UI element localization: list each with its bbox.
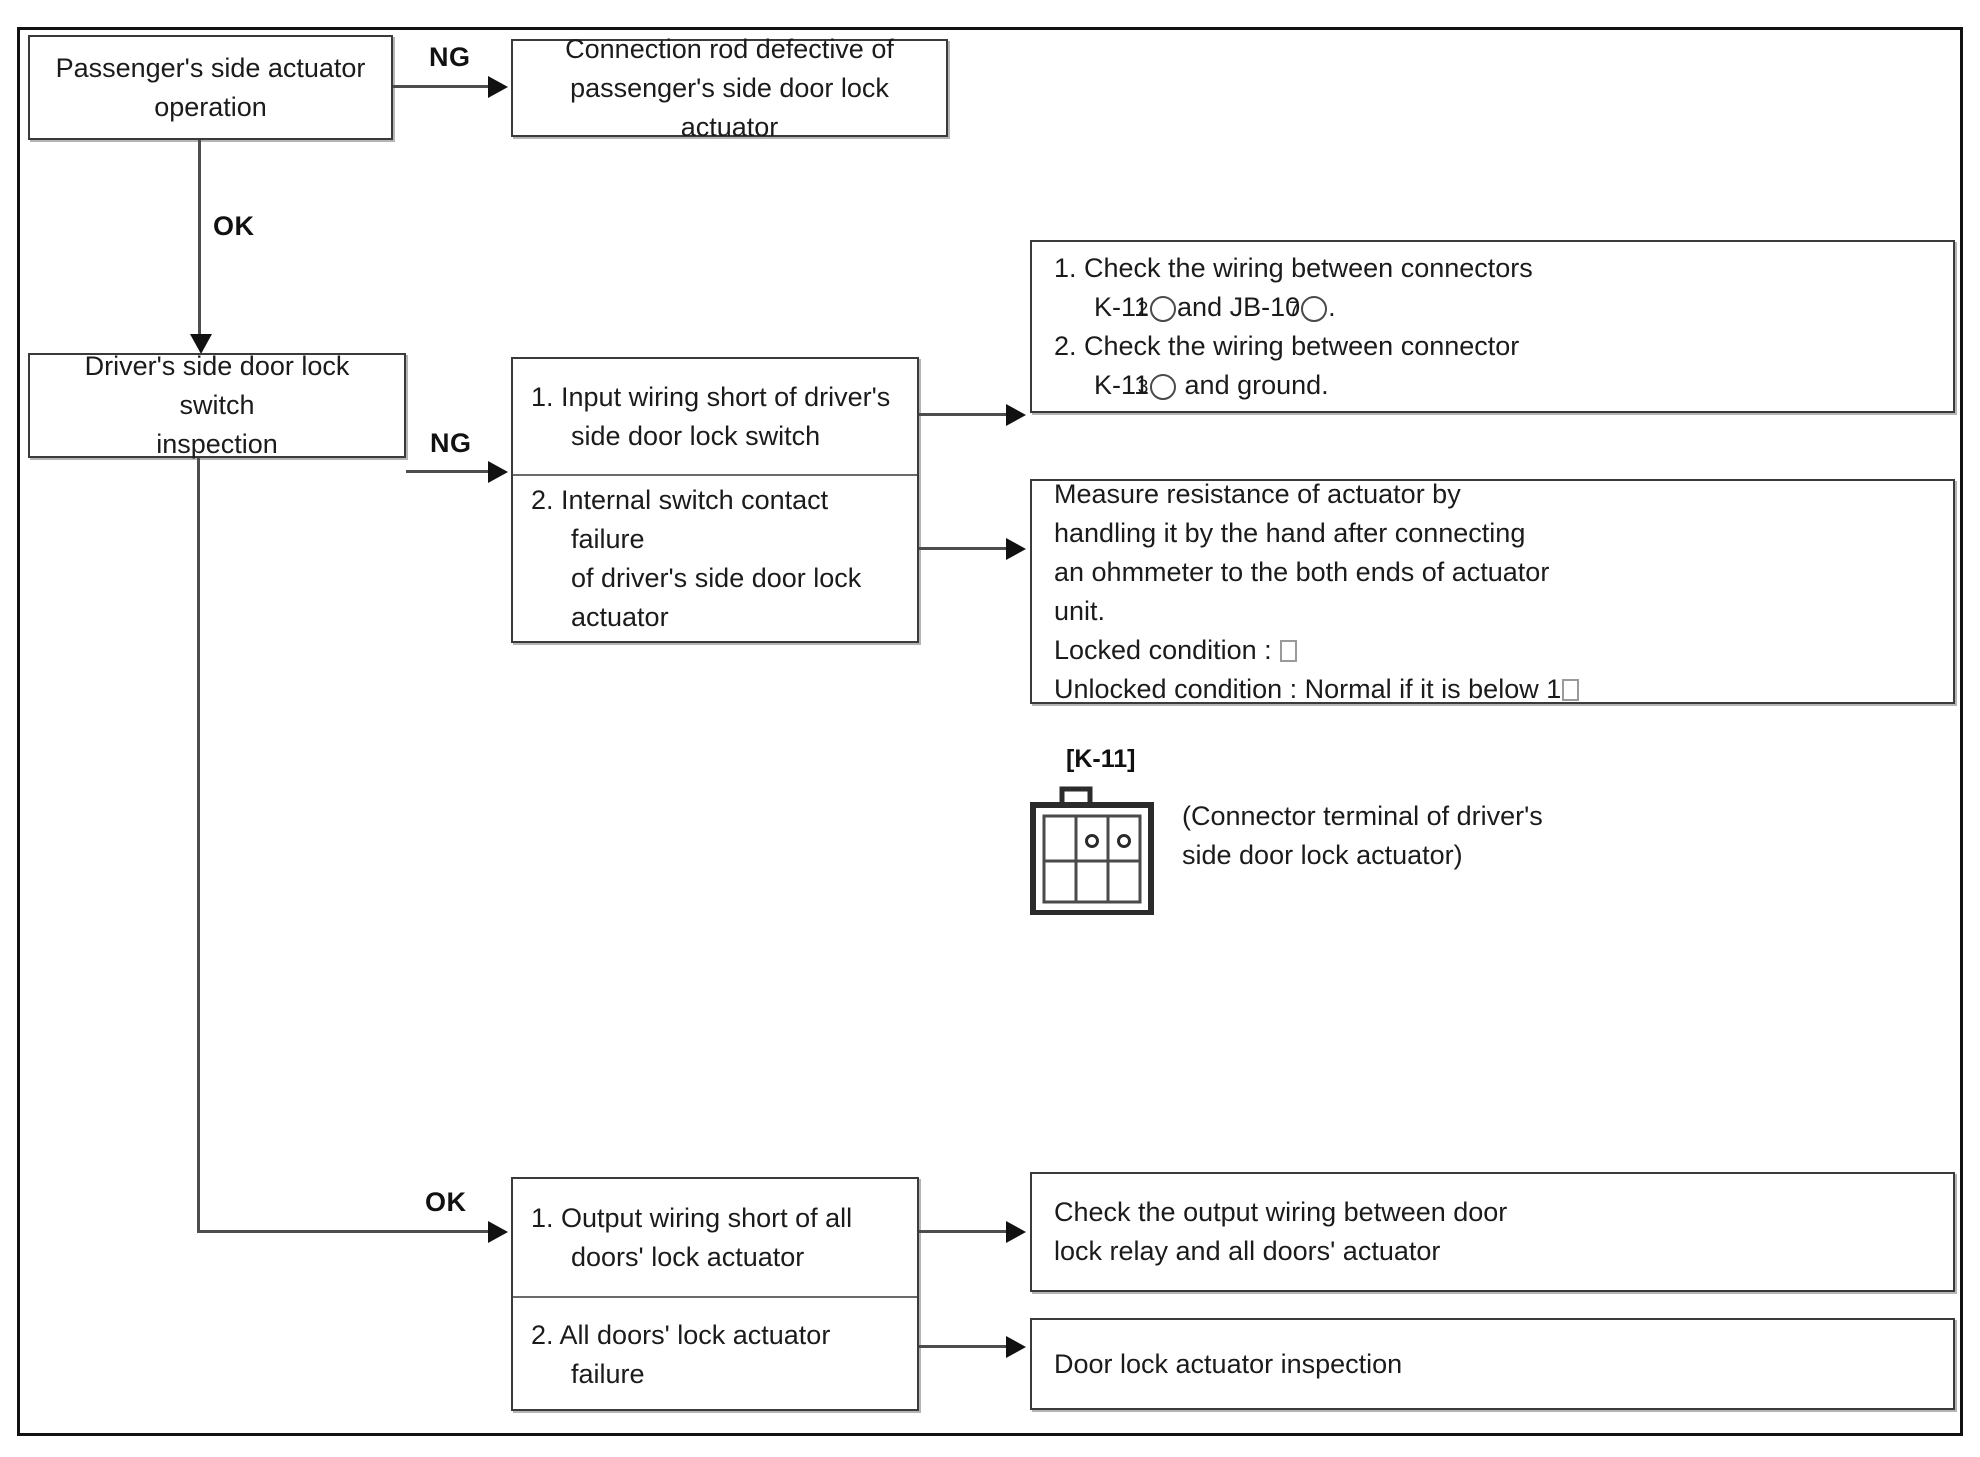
- check-wiring-item-1-line1: 1. Check the wiring between connectors: [1054, 252, 1533, 283]
- edge-ngcause1-line: [919, 413, 1011, 416]
- node-driver-switch[interactable]: Driver's side door lock switch inspection: [28, 351, 406, 459]
- node-actuator-inspection-text: Door lock actuator inspection: [1032, 1320, 1953, 1408]
- check-wiring-item-1-post: .: [1328, 291, 1336, 322]
- node-connection-rod-text: Connection rod defective of passenger's s…: [513, 34, 946, 142]
- node-ng-causes-item-1: 1. Input wiring short of driver's side d…: [513, 359, 917, 474]
- ng-cause-2-text: 2. Internal switch contact failure of dr…: [531, 484, 862, 632]
- node-actuator-inspection[interactable]: Door lock actuator inspection: [1030, 1318, 1955, 1410]
- connector-figure-caption: (Connector terminal of driver's side doo…: [1182, 801, 1543, 870]
- driver-switch-line1: Driver's side door lock switch: [84, 351, 350, 420]
- edge-okcause1-arrowhead: [1006, 1221, 1026, 1243]
- passenger-actuator-line2: operation: [154, 91, 267, 122]
- edge-passenger-ng-line: [393, 85, 493, 88]
- node-measure-resistance-text: Measure resistance of actuator by handli…: [1032, 479, 1953, 704]
- node-check-output-wiring-text: Check the output wiring between door loc…: [1032, 1174, 1953, 1290]
- node-passenger-actuator[interactable]: Passenger's side actuator operation: [28, 35, 393, 140]
- edge-passenger-ng-arrowhead: [488, 76, 508, 98]
- driver-switch-line2: inspection: [156, 429, 278, 459]
- edge-driver-ng-line: [406, 470, 493, 473]
- node-ok-causes-item-1: 1. Output wiring short of all doors' loc…: [513, 1179, 917, 1296]
- edge-passenger-ok-arrowhead: [190, 334, 212, 354]
- measure-resistance-locked-line: Locked condition :: [1054, 631, 1935, 670]
- edge-label-driver-ok: OK: [425, 1187, 467, 1217]
- actuator-inspection-body: Door lock actuator inspection: [1054, 1348, 1403, 1379]
- missing-glyph-icon: [1280, 639, 1298, 662]
- ok-cause-2-text: 2. All doors' lock actuator failure: [531, 1319, 831, 1389]
- edge-ngcause2-arrowhead: [1006, 538, 1026, 560]
- edge-driver-ok-horizontal: [197, 1230, 493, 1233]
- edge-ngcause2-line: [919, 547, 1011, 550]
- ok-cause-1-text: 1. Output wiring short of all doors' loc…: [531, 1202, 853, 1272]
- check-wiring-item-1-connector-a: K-11: [1094, 291, 1150, 322]
- missing-glyph-icon: [1562, 678, 1580, 701]
- connection-rod-line2: passenger's side door lock actuator: [570, 72, 889, 142]
- check-wiring-item-2-connector-a: K-11: [1094, 369, 1150, 400]
- edge-okcause2-line: [919, 1345, 1011, 1348]
- connector-figure: [K-11] (Connector terminal of driver's s…: [1030, 745, 1543, 945]
- node-ng-causes-item-2: 2. Internal switch contact failure of dr…: [513, 474, 917, 641]
- edge-label-driver-ng: NG: [430, 428, 472, 458]
- edge-passenger-ok-line: [198, 140, 201, 340]
- edge-driver-ng-arrowhead: [488, 461, 508, 483]
- check-wiring-item-1-mid: and JB-10: [1177, 291, 1301, 322]
- check-wiring-item-2-post: and ground.: [1177, 369, 1329, 400]
- circled-number-icon: 3: [1138, 373, 1177, 400]
- edge-driver-ok-arrowhead: [488, 1221, 508, 1243]
- edge-driver-ok-vertical: [197, 458, 200, 1233]
- locked-condition-label: Locked condition :: [1054, 634, 1280, 665]
- node-ok-causes-item-2: 2. All doors' lock actuator failure: [513, 1296, 917, 1411]
- node-connection-rod[interactable]: Connection rod defective of passenger's s…: [511, 34, 948, 142]
- measure-resistance-body: Measure resistance of actuator by handli…: [1054, 478, 1550, 626]
- connection-rod-line1: Connection rod defective of: [565, 33, 894, 64]
- measure-resistance-unlocked-line: Unlocked condition : Normal if it is bel…: [1054, 670, 1935, 709]
- circled-number-icon: 2: [1138, 295, 1177, 322]
- connector-terminal-icon: [1030, 786, 1154, 915]
- edge-okcause1-line: [919, 1230, 1011, 1233]
- edge-okcause2-arrowhead: [1006, 1336, 1026, 1358]
- check-wiring-item-2-line1: 2. Check the wiring between connector: [1054, 330, 1520, 361]
- edge-ngcause1-arrowhead: [1006, 404, 1026, 426]
- edge-label-passenger-ok: OK: [213, 211, 255, 241]
- node-driver-switch-text: Driver's side door lock switch inspection: [30, 351, 404, 459]
- node-ng-causes[interactable]: 1. Input wiring short of driver's side d…: [511, 357, 919, 643]
- unlocked-condition-label: Unlocked condition : Normal if it is bel…: [1054, 673, 1562, 704]
- connector-tag-label: [K-11]: [1066, 745, 1136, 773]
- circled-number-icon: 7: [1289, 295, 1328, 322]
- ng-cause-1-text: 1. Input wiring short of driver's side d…: [531, 381, 891, 451]
- node-measure-resistance[interactable]: Measure resistance of actuator by handli…: [1030, 479, 1955, 704]
- passenger-actuator-line1: Passenger's side actuator: [55, 52, 366, 83]
- node-ok-causes[interactable]: 1. Output wiring short of all doors' loc…: [511, 1177, 919, 1411]
- node-check-output-wiring[interactable]: Check the output wiring between door loc…: [1030, 1172, 1955, 1292]
- edge-label-passenger-ng: NG: [429, 42, 471, 72]
- node-passenger-actuator-text: Passenger's side actuator operation: [30, 37, 391, 138]
- check-output-wiring-body: Check the output wiring between door loc…: [1054, 1197, 1508, 1266]
